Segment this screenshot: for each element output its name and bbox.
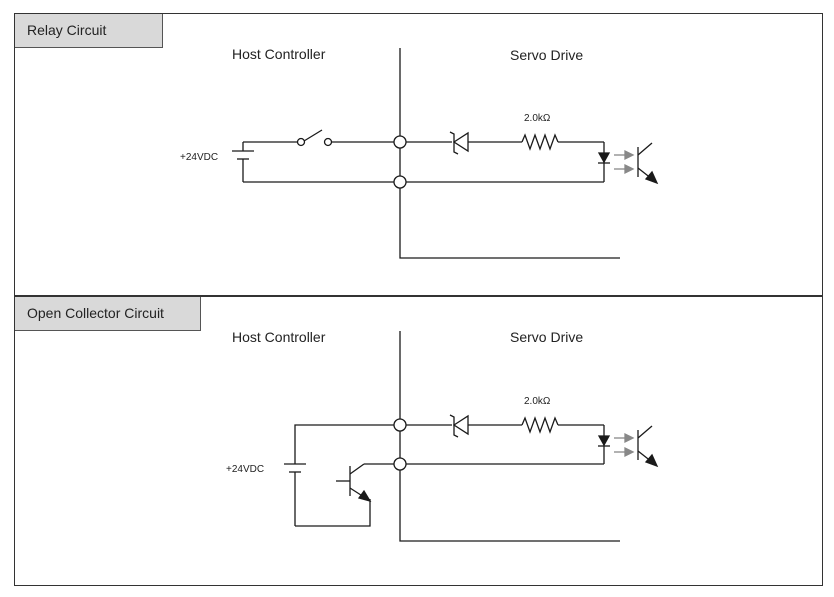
relay-phototransistor-symbol <box>637 142 659 185</box>
relay-terminal-top <box>393 135 407 149</box>
oc-resistor-label: 2.0kΩ <box>524 396 551 407</box>
oc-servo-drive-label: Servo Drive <box>510 329 584 345</box>
oc-resistor-symbol <box>521 416 559 434</box>
oc-supply-label: +24VDC <box>226 464 265 475</box>
relay-resistor-label: 2.0kΩ <box>524 113 551 124</box>
oc-battery-symbol <box>284 463 306 526</box>
relay-circuit-title: Relay Circuit <box>15 14 163 48</box>
relay-led-symbol <box>597 152 611 164</box>
open-collector-circuit-title: Open Collector Circuit <box>15 297 201 331</box>
relay-light-arrows-icon <box>614 149 635 175</box>
oc-light-arrows-icon <box>614 432 635 458</box>
relay-host-controller-label: Host Controller <box>232 46 326 62</box>
oc-circuit-schematic <box>284 331 659 542</box>
oc-boundary-line <box>399 331 620 542</box>
relay-servo-drive-label: Servo Drive <box>510 47 584 63</box>
relay-boundary-line <box>399 48 620 259</box>
relay-switch-symbol <box>296 129 333 147</box>
oc-npn-transistor-symbol <box>336 463 394 503</box>
oc-host-controller-label: Host Controller <box>232 329 326 345</box>
relay-supply-label: +24VDC <box>180 152 219 163</box>
open-collector-circuit-panel: Open Collector Circuit <box>14 296 823 586</box>
oc-phototransistor-symbol <box>637 425 659 468</box>
oc-terminal-top <box>393 418 407 432</box>
relay-resistor-symbol <box>521 133 559 151</box>
oc-led-symbol <box>597 435 611 447</box>
oc-zener-diode-symbol <box>449 414 469 438</box>
relay-circuit-panel: Relay Circuit <box>14 13 823 296</box>
relay-circuit-schematic <box>232 48 659 259</box>
relay-zener-diode-symbol <box>449 131 469 155</box>
relay-terminal-bottom <box>393 175 407 189</box>
relay-battery-symbol <box>232 142 254 182</box>
oc-terminal-bottom <box>393 457 407 471</box>
